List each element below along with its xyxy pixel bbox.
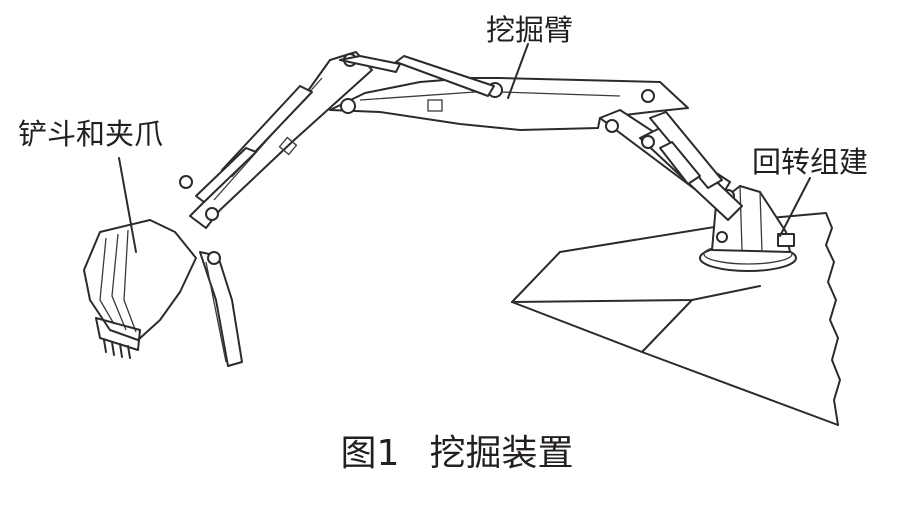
slew-label: 回转组建 [752,145,869,179]
bucket-and-clamp-label: 铲斗和夹爪 [18,117,164,151]
leader-lines [118,43,811,253]
slew-leader-line [779,177,811,237]
arm-label: 挖掘臂 [486,13,574,47]
boom [329,77,689,131]
arm-leader-line [507,43,529,99]
stick [189,51,373,229]
figure-caption: 图1 挖掘装置 [0,436,914,472]
boom-cylinder [649,111,723,189]
bucket-and-clamp [83,175,243,367]
ground-block [511,212,841,426]
figure-title: 挖掘装置 [429,433,574,474]
stick-cylinder [195,55,495,203]
figure-number: 图1 [340,433,400,474]
bucket-leader-line [118,157,137,253]
